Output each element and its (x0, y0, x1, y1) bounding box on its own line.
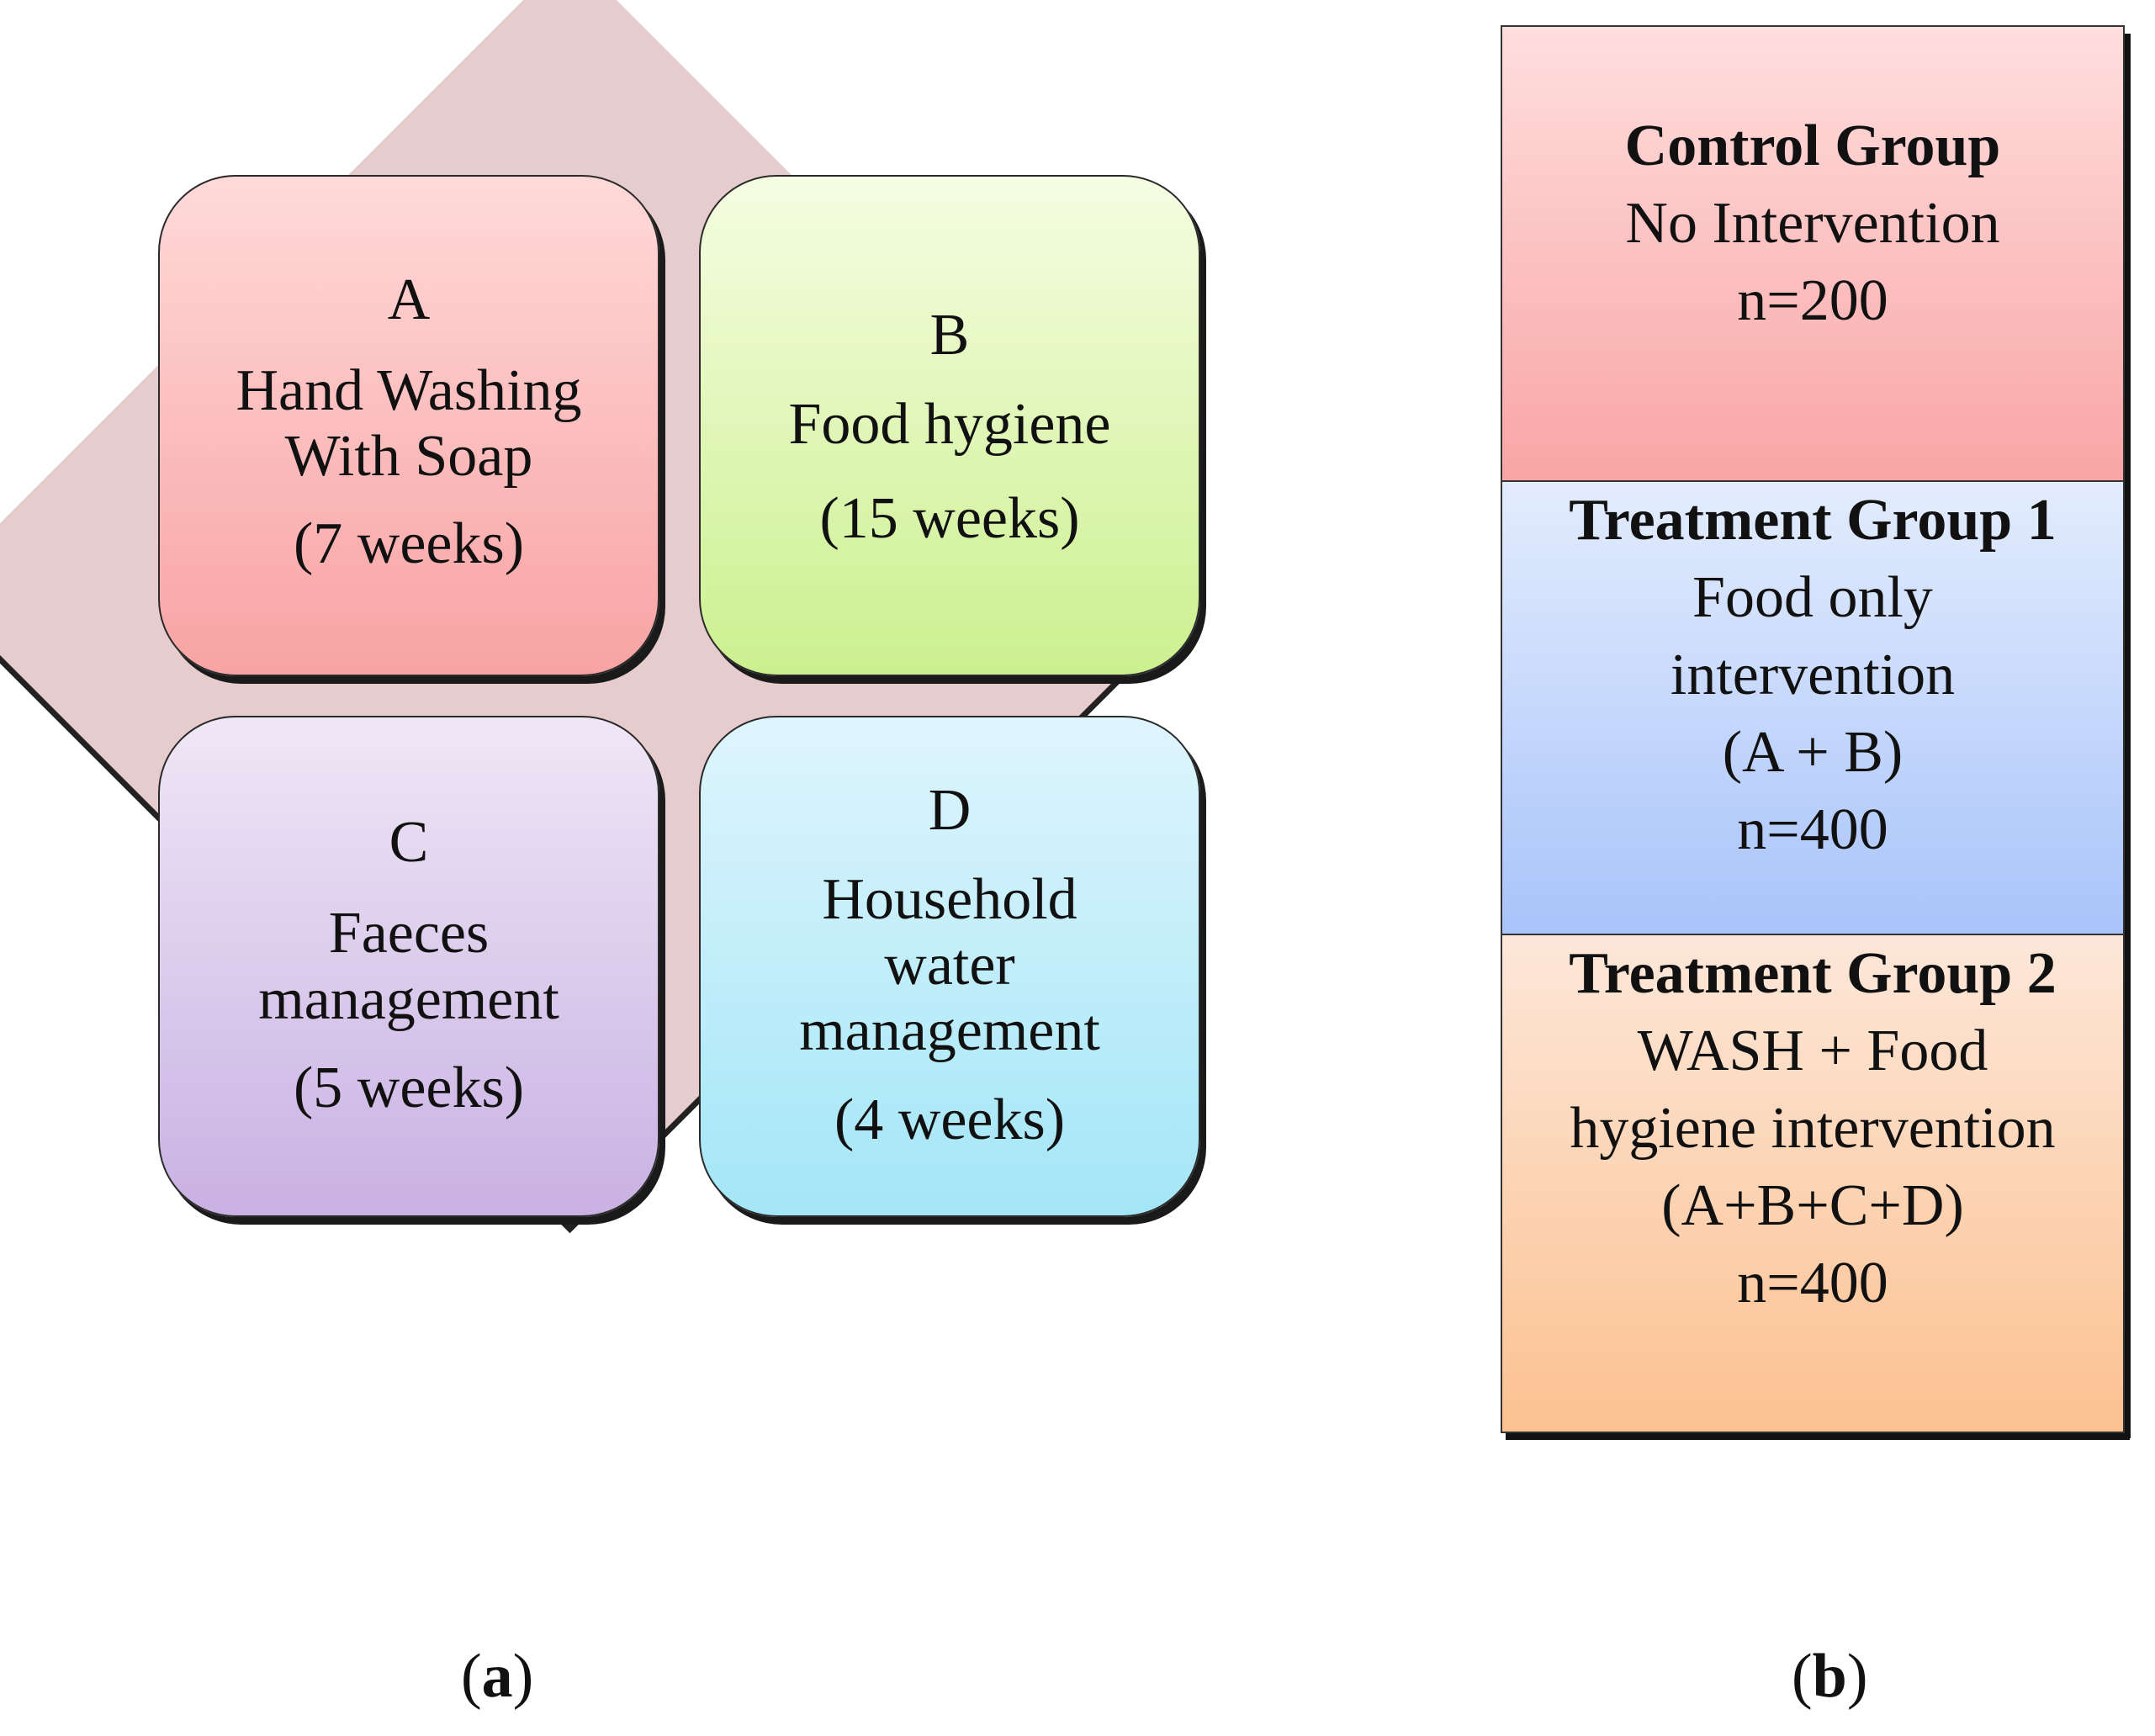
group-sample-size: n=200 (1737, 268, 1888, 333)
group-box-treatment-1: Treatment Group 1 Food only intervention… (1501, 480, 2125, 935)
group-description-line: hygiene intervention (1570, 1096, 2056, 1161)
group-sample-size: n=400 (1737, 1251, 1888, 1315)
quadrant-letter: A (387, 267, 431, 332)
quadrant-label-line: water (884, 933, 1015, 998)
quadrant-label-line: Faeces (328, 901, 490, 966)
box-shadow (2125, 34, 2131, 1438)
quadrant-duration: (5 weeks) (293, 1056, 525, 1120)
group-box-treatment-2: Treatment Group 2 WASH + Food hygiene in… (1501, 934, 2125, 1433)
quadrant-letter: C (389, 810, 429, 875)
quadrant-letter: B (929, 303, 970, 368)
caption-b-letter: b (1812, 1642, 1847, 1711)
quadrant-d-household-water: D Household water management (4 weeks) (699, 716, 1200, 1217)
quadrant-duration: (4 weeks) (834, 1088, 1066, 1152)
quadrant-letter: D (928, 778, 972, 843)
caption-a-letter: a (481, 1642, 513, 1711)
caption-a: (a) (461, 1642, 534, 1711)
quadrant-label-line: Household (822, 867, 1078, 932)
quadrant-label-line: Hand Washing (236, 358, 582, 423)
quadrant-label-line: management (258, 967, 559, 1032)
group-sample-size: n=400 (1737, 797, 1888, 862)
group-description-line: intervention (1670, 643, 1956, 707)
group-title: Control Group (1624, 114, 2001, 178)
group-description-line: (A+B+C+D) (1661, 1173, 1964, 1238)
group-title: Treatment Group 1 (1569, 488, 2057, 553)
quadrant-b-food-hygiene: B Food hygiene (15 weeks) (699, 175, 1200, 676)
group-description-line: (A + B) (1722, 720, 1903, 785)
group-title: Treatment Group 2 (1569, 941, 2057, 1006)
quadrant-c-faeces-management: C Faeces management (5 weeks) (158, 716, 659, 1217)
group-description-line: WASH + Food (1637, 1019, 1988, 1083)
quadrant-label-line: Food hygiene (788, 392, 1111, 457)
group-box-control: Control Group No Intervention n=200 (1501, 25, 2125, 482)
group-description-line: No Intervention (1625, 191, 2000, 256)
quadrant-label-line: With Soap (284, 424, 533, 489)
quadrant-label-line: management (799, 998, 1100, 1063)
quadrant-duration: (7 weeks) (293, 511, 525, 576)
quadrant-a-hand-washing: A Hand Washing With Soap (7 weeks) (158, 175, 659, 676)
quadrant-duration: (15 weeks) (819, 486, 1080, 551)
group-description-line: Food only (1692, 565, 1933, 630)
caption-b: (b) (1792, 1642, 1868, 1711)
